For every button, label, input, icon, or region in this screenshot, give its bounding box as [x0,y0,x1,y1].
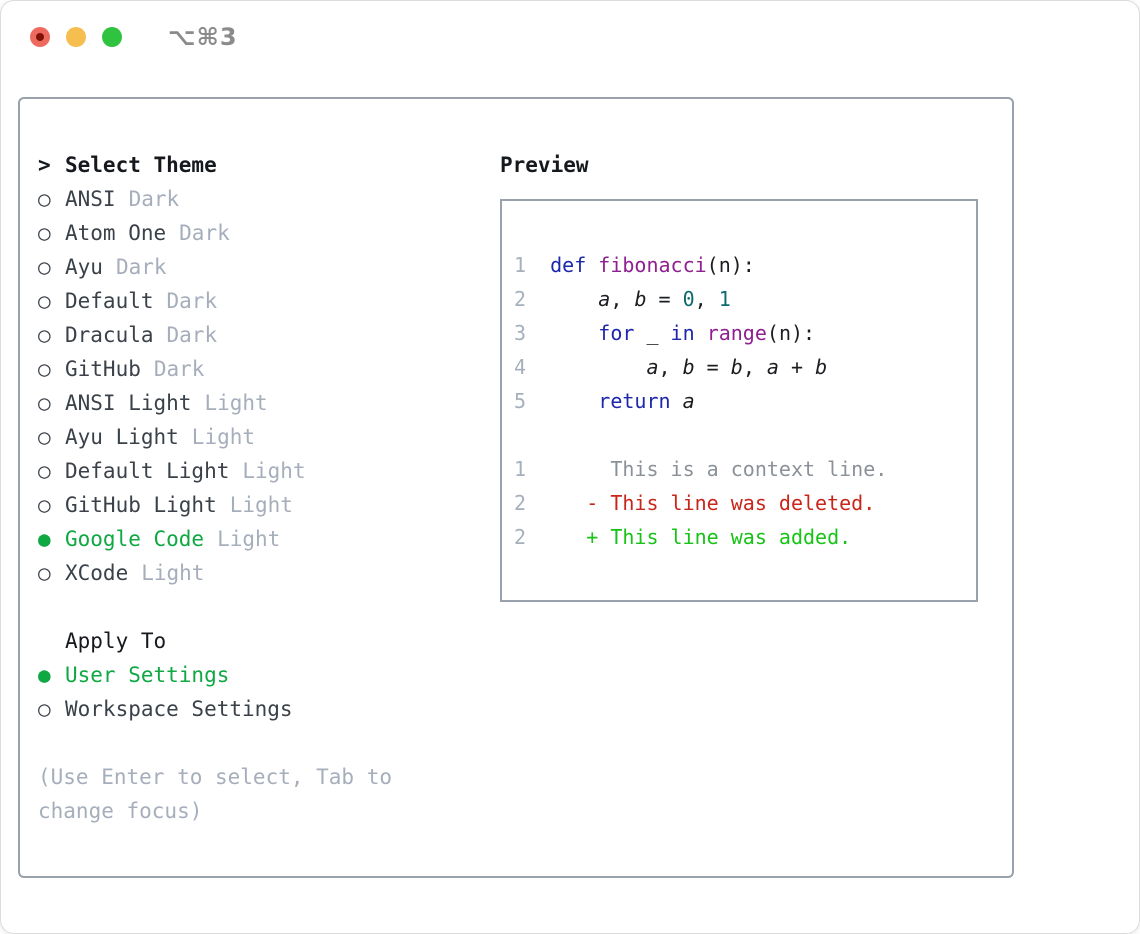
code-lines: 1 def fibonacci(n): 2 a, b = 0, 1 3 for _ … [514,248,976,554]
title-bar: ⌥⌘3 [30,23,238,51]
cursor-icon: > [38,153,51,177]
theme-option-label: XCode [65,561,129,585]
theme-option-label: Default Light [65,459,230,483]
theme-option-default-light[interactable]: ○ Default Light Light [38,454,478,488]
apply-option-label: Workspace Settings [65,697,293,721]
apply-option-label: User Settings [65,663,230,687]
code-line: 1 def fibonacci(n): [514,253,755,277]
code-line: 2 a, b = 0, 1 [514,287,731,311]
radio-unselected-icon: ○ [38,289,51,313]
radio-unselected-icon: ○ [38,391,51,415]
code-line: 1 This is a context line. [514,457,888,481]
theme-option-label: GitHub Light [65,493,217,517]
radio-unselected-icon: ○ [38,187,51,211]
theme-variant-label: Dark [153,357,205,381]
theme-variant-label: Light [242,459,306,483]
theme-option-label: Default [65,289,154,313]
theme-variant-label: Light [217,527,281,551]
apply-to-header: Apply To [65,629,167,653]
apply-to-list: ● User Settings ○ Workspace Settings [38,658,478,726]
code-line: 4 a, b = b, a + b [514,355,828,379]
apply-option-user-settings[interactable]: ● User Settings [38,658,478,692]
theme-variant-label: Dark [115,255,167,279]
theme-option-label: Ayu Light [65,425,179,449]
radio-unselected-icon: ○ [38,221,51,245]
theme-option-ayu-light[interactable]: ○ Ayu Light Light [38,420,478,454]
theme-option-label: Atom One [65,221,167,245]
theme-option-default[interactable]: ○ Default Dark [38,284,478,318]
radio-unselected-icon: ○ [38,255,51,279]
theme-variant-label: Dark [179,221,230,245]
theme-option-xcode[interactable]: ○ XCode Light [38,556,478,590]
theme-variant-label: Light [204,391,268,415]
theme-option-google-code[interactable]: ● Google Code Light [38,522,478,556]
radio-unselected-icon: ○ [38,493,51,517]
radio-unselected-icon: ○ [38,561,51,585]
theme-variant-label: Light [229,493,293,517]
code-line: 3 for _ in range(n): [514,321,816,345]
close-button[interactable] [30,27,50,47]
theme-option-label: Ayu [65,255,103,279]
zoom-button[interactable] [102,27,122,47]
preview-column: Preview 1 def fibonacci(n): 2 a, b = 0, 1… [500,148,978,602]
code-line: 5 return a [514,389,695,413]
theme-option-atom-one[interactable]: ○ Atom One Dark [38,216,478,250]
apply-to-section: Apply To ● User Settings ○ Workspace Settin… [38,624,478,726]
theme-option-label: Dracula [65,323,154,347]
radio-selected-icon: ● [38,663,51,687]
preview-header: Preview [500,153,589,177]
code-line: 2 + This line was added. [514,525,852,549]
theme-option-label: ANSI [65,187,116,211]
select-theme-header: > Select Theme [38,148,478,182]
code-line: 2 - This line was deleted. [514,491,876,515]
theme-option-github-light[interactable]: ○ GitHub Light Light [38,488,478,522]
theme-option-ansi[interactable]: ○ ANSI Dark [38,182,478,216]
minimize-button[interactable] [66,27,86,47]
theme-option-dracula[interactable]: ○ Dracula Dark [38,318,478,352]
theme-option-github[interactable]: ○ GitHub Dark [38,352,478,386]
apply-option-workspace-settings[interactable]: ○ Workspace Settings [38,692,478,726]
radio-selected-icon: ● [38,527,51,551]
radio-unselected-icon: ○ [38,425,51,449]
theme-variant-label: Light [191,425,256,449]
select-theme-label: Select Theme [65,153,217,177]
theme-variant-label: Dark [166,289,218,313]
radio-unselected-icon: ○ [38,459,51,483]
theme-variant-label: Dark [128,187,180,211]
theme-option-label: Google Code [65,527,205,551]
theme-variant-label: Dark [166,323,218,347]
theme-option-ayu[interactable]: ○ Ayu Dark [38,250,478,284]
theme-option-label: ANSI Light [65,391,192,415]
radio-unselected-icon: ○ [38,323,51,347]
theme-option-label: GitHub [65,357,141,381]
preview-code-box: 1 def fibonacci(n): 2 a, b = 0, 1 3 for _ … [500,199,978,602]
window-title: ⌥⌘3 [168,23,238,51]
theme-variant-label: Light [141,561,205,585]
radio-unselected-icon: ○ [38,697,51,721]
code-line [514,418,976,452]
keyboard-hint: (Use Enter to select, Tab to change focu… [38,765,393,823]
theme-option-ansi-light[interactable]: ○ ANSI Light Light [38,386,478,420]
radio-unselected-icon: ○ [38,357,51,381]
